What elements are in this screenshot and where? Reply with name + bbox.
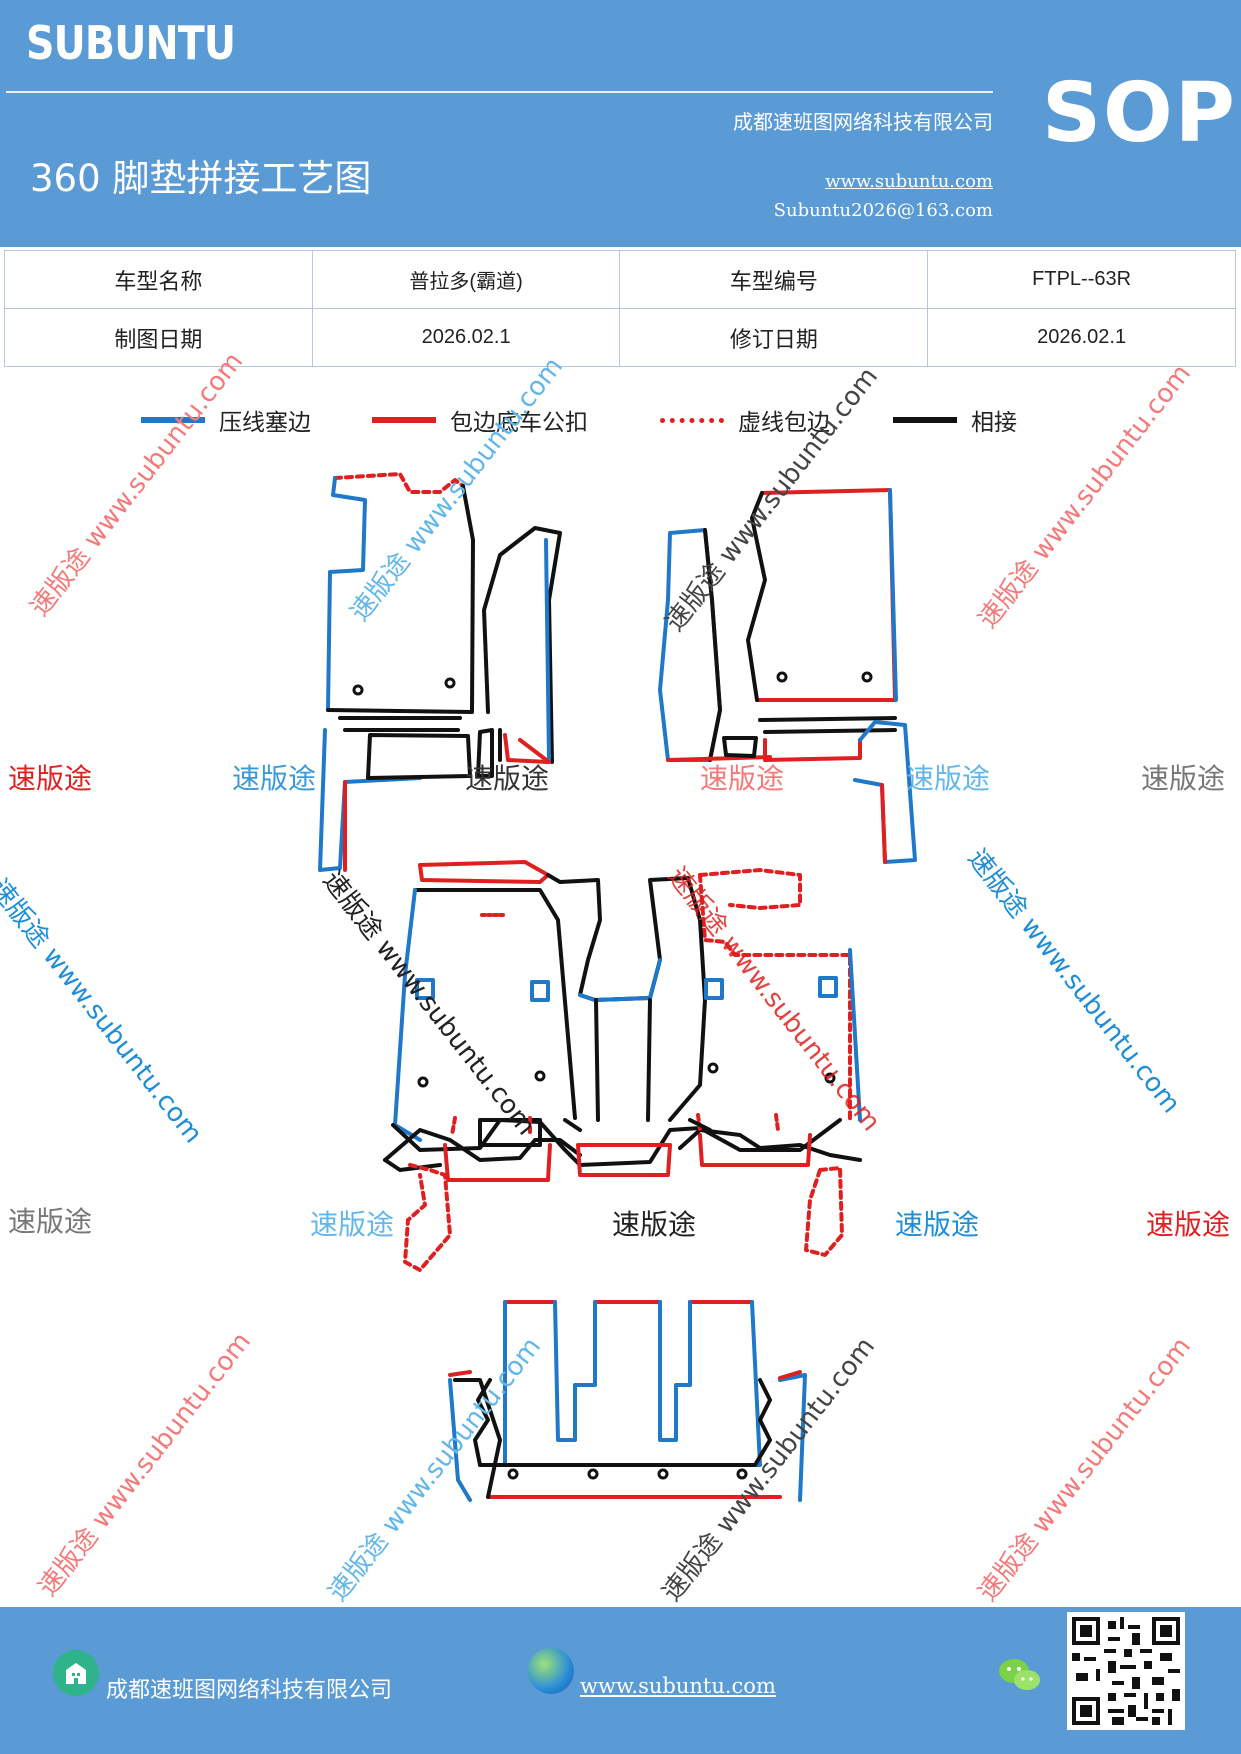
revise-date-label: 修订日期 — [619, 308, 929, 367]
legend-label: 虚线包边 — [738, 410, 830, 436]
legend-label: 相接 — [971, 410, 1017, 436]
watermark-brand: 速版途 — [1141, 762, 1226, 795]
legend-swatch-black — [893, 417, 957, 423]
legend-swatch-red — [372, 417, 436, 423]
brand-logo: SUBUNTU — [26, 16, 236, 70]
legend-item-edge-clip: 包边底车公扣 — [372, 398, 588, 442]
wechat-icon[interactable] — [997, 1655, 1043, 1695]
header-website-link[interactable]: www.subuntu.com — [825, 171, 993, 192]
watermark-brand: 速版途 — [612, 1208, 697, 1241]
floor-mat-diagram — [318, 472, 917, 1502]
watermark-brand: 速版途 — [1146, 1208, 1231, 1241]
watermark-brand: 速版途 — [895, 1208, 980, 1241]
document-title: 360 脚垫拼接工艺图 — [30, 157, 372, 200]
draw-date-value: 2026.02.1 — [311, 308, 621, 367]
footer-website-link[interactable]: www.subuntu.com — [580, 1674, 776, 1698]
legend-item-joint: 相接 — [893, 398, 1017, 442]
draw-date-label: 制图日期 — [4, 308, 313, 367]
legend-item-press-line: 压线塞边 — [141, 398, 311, 442]
watermark-brand: 速版途 — [700, 762, 785, 795]
middle-row-mats — [383, 860, 862, 1272]
rear-row-mat — [448, 1300, 807, 1502]
front-left-mat — [318, 472, 562, 872]
legend-label: 压线塞边 — [219, 410, 311, 436]
vehicle-info-table: 车型名称 普拉多(霸道) 车型编号 FTPL--63R 制图日期 2026.02… — [4, 250, 1236, 367]
table-row: 车型名称 普拉多(霸道) 车型编号 FTPL--63R — [4, 250, 1236, 309]
globe-icon — [528, 1648, 574, 1694]
watermark-brand: 速版途 — [906, 762, 991, 795]
header-company-name: 成都速班图网络科技有限公司 — [733, 110, 993, 134]
table-row: 制图日期 2026.02.1 修订日期 2026.02.1 — [4, 308, 1236, 367]
header-email: Subuntu2026@163.com — [773, 200, 993, 221]
front-right-mat — [658, 488, 917, 864]
model-name-value: 普拉多(霸道) — [311, 250, 621, 309]
header-banner: SUBUNTU 360 脚垫拼接工艺图 成都速班图网络科技有限公司 www.su… — [0, 0, 1241, 247]
company-icon — [53, 1650, 99, 1696]
building-icon — [66, 1663, 86, 1684]
watermark-brand: 速版途 — [310, 1208, 395, 1241]
model-name-label: 车型名称 — [4, 250, 313, 309]
legend-swatch-blue — [141, 417, 205, 423]
model-code-value: FTPL--63R — [927, 250, 1236, 309]
model-code-label: 车型编号 — [619, 250, 929, 309]
revise-date-value: 2026.02.1 — [927, 308, 1236, 367]
legend-item-dotted-edge: 虚线包边 — [660, 398, 830, 442]
watermark-brand: 速版途 — [232, 762, 317, 795]
qr-code-pattern — [1072, 1617, 1180, 1725]
watermark-brand: 速版途 — [465, 762, 550, 795]
legend-swatch-red-dotted — [660, 417, 724, 423]
legend-label: 包边底车公扣 — [450, 410, 588, 436]
qr-code[interactable] — [1067, 1612, 1185, 1730]
watermark-brand: 速版途 — [8, 762, 93, 795]
footer-company-name: 成都速班图网络科技有限公司 — [106, 1678, 393, 1703]
header-divider — [6, 91, 993, 93]
watermark-brand: 速版途 — [8, 1205, 93, 1238]
sop-badge: SOP — [1042, 66, 1237, 161]
